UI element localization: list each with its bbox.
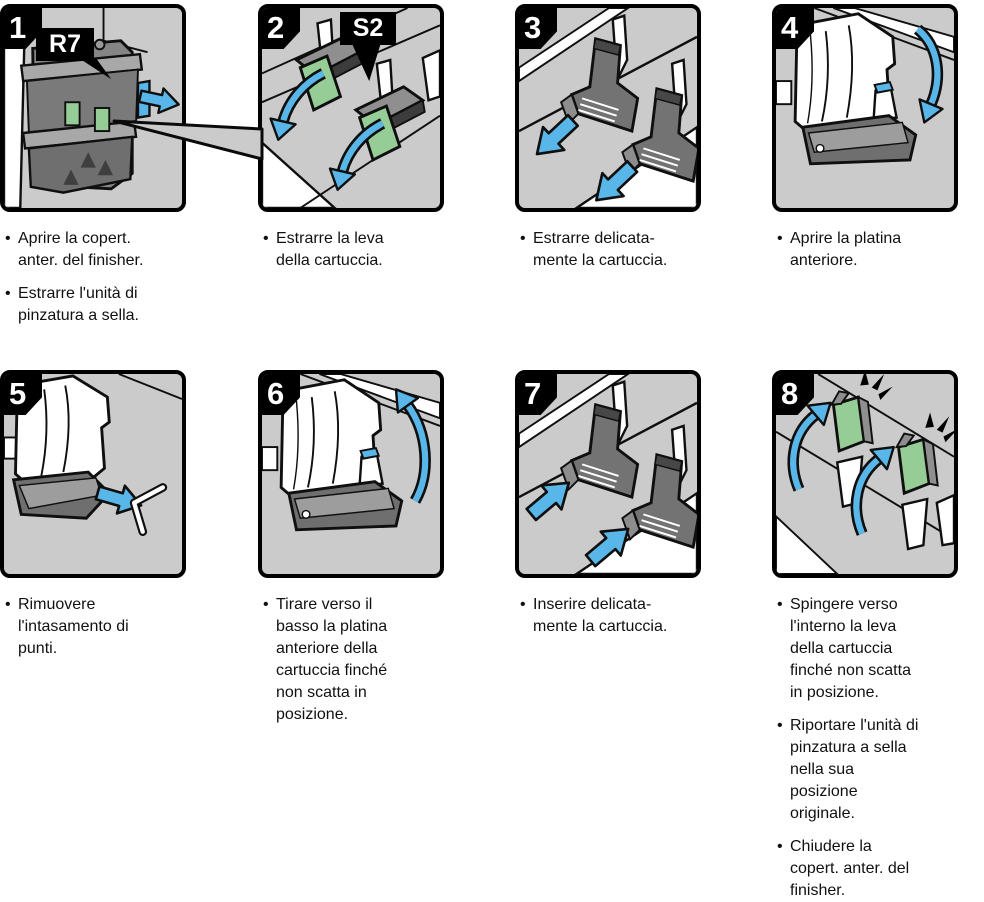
part-label-r7: R7 xyxy=(36,28,94,61)
instruction-item: • Aprire la copert. anter. del finisher. xyxy=(5,228,157,272)
step-2-figure: S2 2 xyxy=(258,4,444,212)
remove-cartridge-illustration xyxy=(519,8,697,208)
step-8-instructions: • Spingere verso l'interno la leva della … xyxy=(772,594,923,902)
step-7-instructions: • Inserire delicata-mente la cartuccia. xyxy=(515,594,678,638)
open-down-arrow-icon xyxy=(913,24,944,124)
step-6: 6 • Tirare verso il basso la platina ante… xyxy=(258,370,444,726)
insert-arrow-icon xyxy=(525,481,571,522)
instruction-item: • Estrarre l'unità di pinzatura a sella. xyxy=(5,283,157,327)
step-3-figure: 3 xyxy=(515,4,701,212)
bullet-marker: • xyxy=(5,596,11,613)
instruction-text: Tirare verso il basso la platina anterio… xyxy=(276,596,388,723)
instruction-text: Aprire la copert. anter. del finisher. xyxy=(18,230,144,269)
step-number-badge: 3 xyxy=(519,8,557,49)
step-8-figure: 8 xyxy=(772,370,958,578)
instruction-text: Riportare l'unità di pinzatura a sella n… xyxy=(790,717,919,822)
jammed-staple-icon xyxy=(129,483,168,537)
instruction-item: • Aprire la platina anteriore. xyxy=(777,228,927,272)
pull-out-arrow-icon xyxy=(595,160,639,202)
pull-out-arrow-icon xyxy=(137,87,180,115)
push-lever-click-illustration xyxy=(776,374,954,574)
step-2-instructions: • Estrarre la leva della cartuccia. xyxy=(258,228,413,272)
blue-tab xyxy=(359,446,381,460)
instruction-text: Rimuovere l'intasamento di punti. xyxy=(18,596,129,657)
pull-out-arrow-icon xyxy=(535,113,580,156)
instruction-item: • Rimuovere l'intasamento di punti. xyxy=(5,594,153,660)
step-2: S2 2 • Estrarre la leva della cartuccia. xyxy=(258,4,444,272)
step-3-instructions: • Estrarre delicata-mente la cartuccia. xyxy=(515,228,678,272)
instruction-item: • Chiudere la copert. anter. del finisher… xyxy=(777,836,923,902)
bullet-marker: • xyxy=(777,717,783,734)
bullet-marker: • xyxy=(777,596,783,613)
bullet-marker: • xyxy=(777,838,783,855)
step-8: 8 • Spingere verso l'interno la leva dell… xyxy=(772,370,958,902)
manual-page: { "steps": [ { "number": "1", "part_labe… xyxy=(0,4,958,899)
instruction-text: Chiudere la copert. anter. del finisher. xyxy=(790,838,910,899)
step-4-figure: 4 xyxy=(772,4,958,212)
click-marks-icon xyxy=(860,374,893,400)
green-lever-mark xyxy=(64,101,81,127)
blue-tab xyxy=(873,80,895,94)
step-7: 7 • Inserire delicata-mente la cartuccia. xyxy=(515,370,701,638)
push-up-arrow-icon xyxy=(793,403,830,490)
bullet-marker: • xyxy=(520,596,526,613)
step-5-instructions: • Rimuovere l'intasamento di punti. xyxy=(0,594,153,660)
bullet-marker: • xyxy=(520,230,526,247)
bullet-marker: • xyxy=(777,230,783,247)
step-6-figure: 6 xyxy=(258,370,444,578)
instruction-item: • Tirare verso il basso la platina anteri… xyxy=(263,594,395,726)
instruction-text: Estrarre delicata-mente la cartuccia. xyxy=(533,230,668,269)
instruction-item: • Inserire delicata-mente la cartuccia. xyxy=(520,594,678,638)
bullet-marker: • xyxy=(263,596,269,613)
open-faceplate-illustration xyxy=(776,8,954,166)
bullet-marker: • xyxy=(5,285,11,302)
cartridge-levers-illustration xyxy=(262,8,440,208)
step-1-instructions: •Aprire la copert. anter. del finisher.•… xyxy=(0,228,157,327)
step-1: R7 1 • Aprire la copert. anter. del finis… xyxy=(0,4,186,327)
insert-cartridge-illustration xyxy=(519,374,697,574)
step-7-figure: 7 xyxy=(515,370,701,578)
step-6-instructions: • Tirare verso il basso la platina anteri… xyxy=(258,594,395,726)
click-marks-icon xyxy=(925,412,954,443)
remove-jammed-staple-illustration xyxy=(4,374,182,537)
green-lever xyxy=(895,432,940,495)
s2-label-pointer xyxy=(351,43,381,82)
step-4-instructions: • Aprire la platina anteriore. xyxy=(772,228,927,272)
step-4: 4 • Aprire la platina anteriore. xyxy=(772,4,958,272)
step-5-figure: 5 xyxy=(0,370,186,578)
remove-arrow-icon xyxy=(94,484,143,515)
step-3: 3 • Estrarre delicata-mente la cartuccia. xyxy=(515,4,701,272)
instruction-text: Aprire la platina anteriore. xyxy=(790,230,902,269)
instruction-text: Estrarre l'unità di pinzatura a sella. xyxy=(18,285,139,324)
instruction-item: • Riportare l'unità di pinzatura a sella … xyxy=(777,715,923,825)
instruction-text: Inserire delicata-mente la cartuccia. xyxy=(533,596,668,635)
close-faceplate-illustration xyxy=(262,374,440,532)
instruction-text: Estrarre la leva della cartuccia. xyxy=(276,230,384,269)
step-1-figure: R7 1 xyxy=(0,4,186,212)
step-5: 5 • Rimuovere l'intasamento di punti. xyxy=(0,370,186,660)
bullet-marker: • xyxy=(5,230,11,247)
close-up-arrow-icon xyxy=(394,388,431,504)
green-lever-mark xyxy=(93,107,111,133)
insert-arrow-icon xyxy=(584,527,630,568)
part-label-s2: S2 xyxy=(340,12,396,45)
saddle-stitch-unit-illustration xyxy=(4,8,180,208)
instruction-item: • Estrarre delicata-mente la cartuccia. xyxy=(520,228,678,272)
instruction-item: • Estrarre la leva della cartuccia. xyxy=(263,228,413,272)
r7-label-pointer xyxy=(78,58,112,80)
green-lever xyxy=(830,389,875,453)
instruction-text: Spingere verso l'interno la leva della c… xyxy=(790,596,911,701)
green-lever xyxy=(354,85,427,162)
instruction-item: • Spingere verso l'interno la leva della … xyxy=(777,594,923,704)
bullet-marker: • xyxy=(263,230,269,247)
